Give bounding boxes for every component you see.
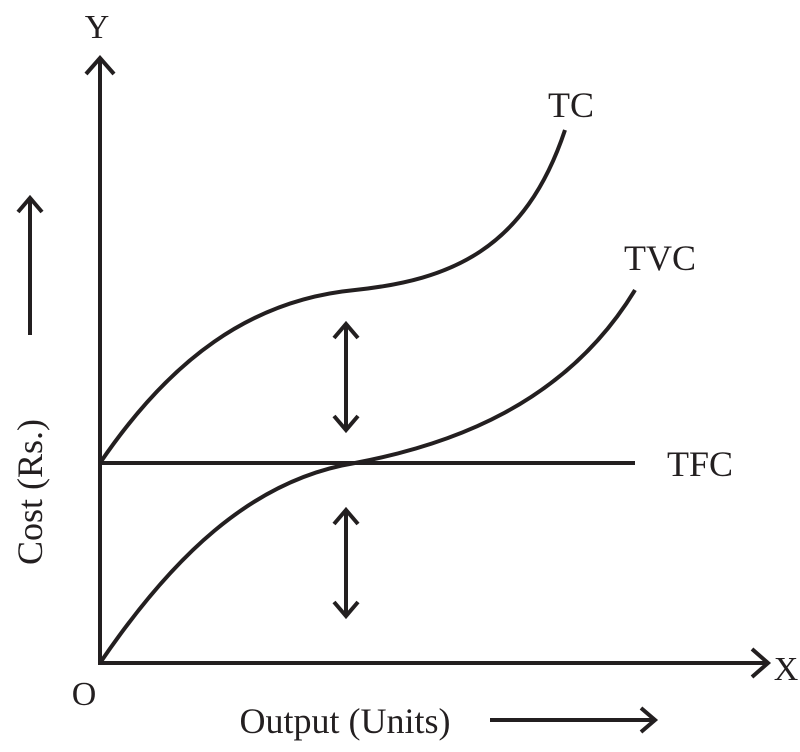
tvc-label: TVC bbox=[624, 238, 696, 278]
tvc-curve bbox=[98, 288, 637, 665]
x-label-arrow bbox=[490, 706, 659, 734]
x-axis-letter: X bbox=[774, 651, 799, 688]
y-axis-label: Cost (Rs.) bbox=[10, 419, 50, 565]
y-axis-arrowhead bbox=[84, 54, 116, 76]
double-arrow-lower bbox=[332, 506, 360, 620]
tc-label: TC bbox=[548, 85, 594, 125]
double-arrow-upper bbox=[332, 320, 360, 434]
y-label-arrow bbox=[16, 194, 44, 335]
x-axis-label: Output (Units) bbox=[240, 701, 451, 741]
y-axis-letter: Y bbox=[85, 9, 110, 46]
origin-label: O bbox=[72, 676, 97, 713]
tc-curve bbox=[98, 129, 567, 465]
x-axis-arrowhead bbox=[750, 647, 772, 679]
tfc-label: TFC bbox=[667, 444, 733, 484]
